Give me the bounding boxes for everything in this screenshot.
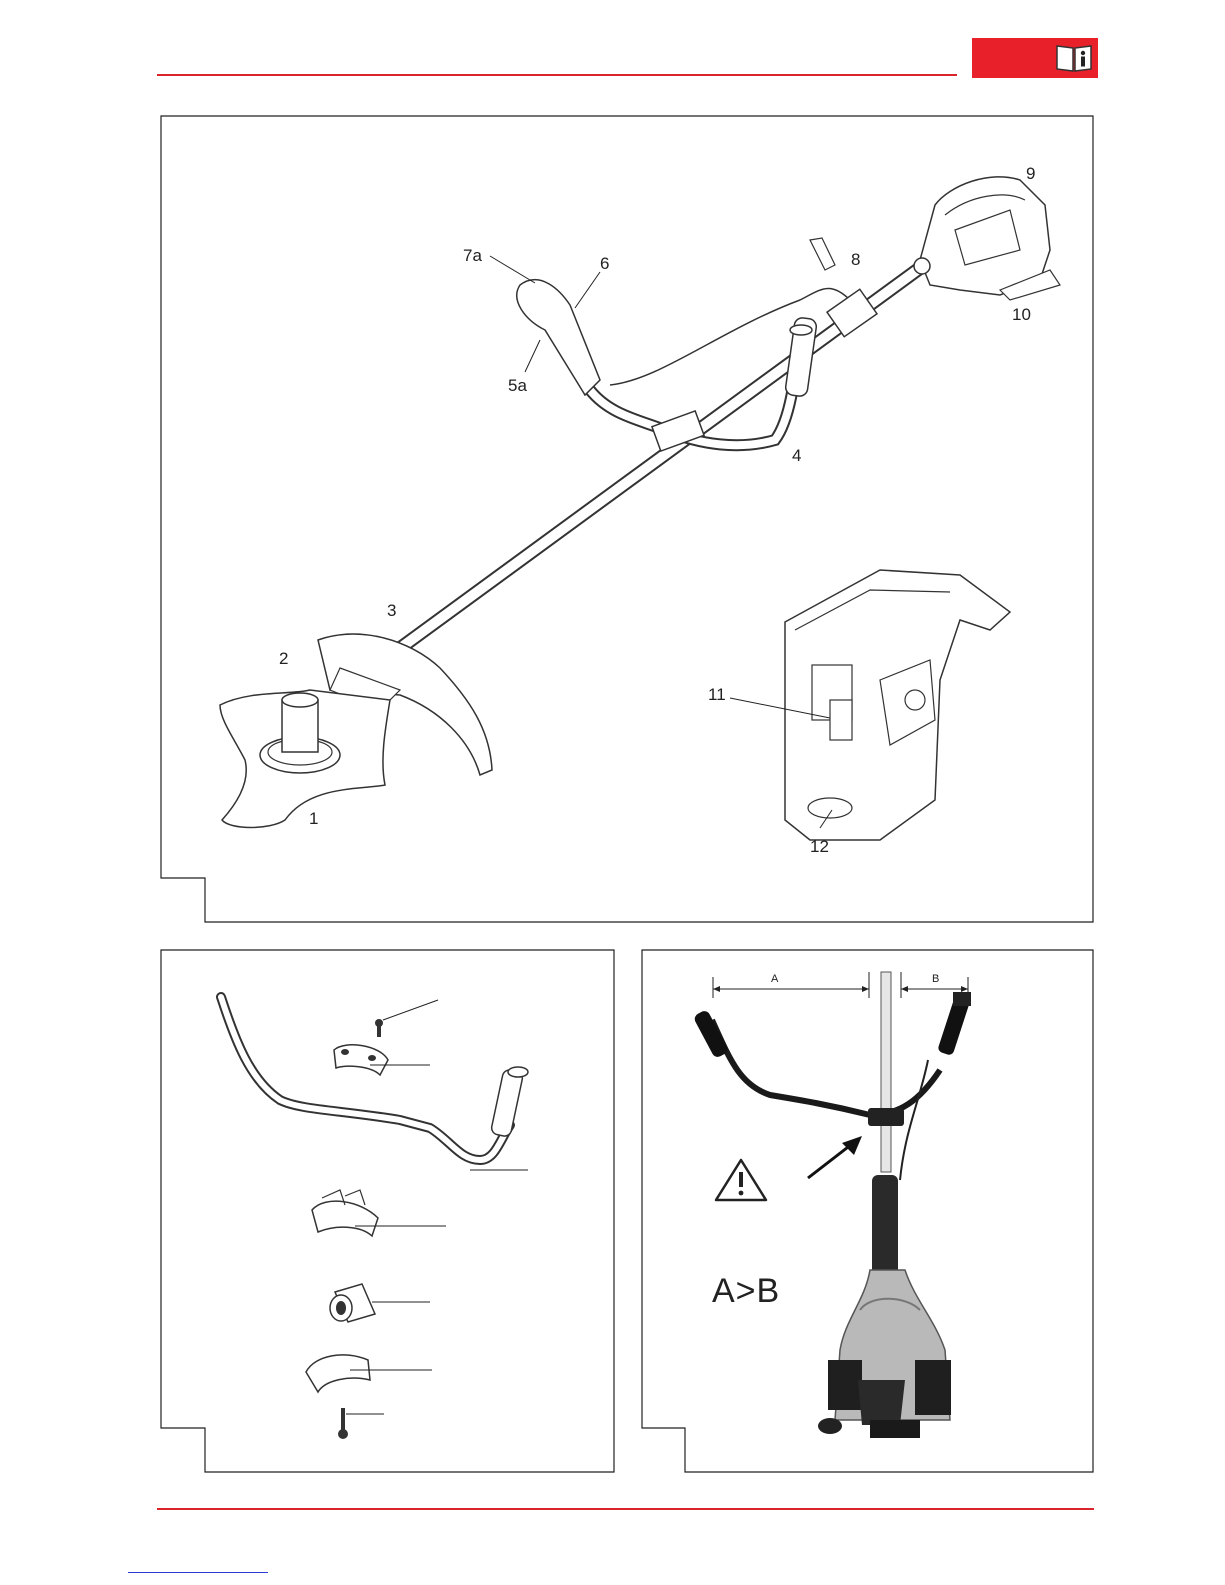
rule-a-greater-b: A>B [712, 1272, 780, 1311]
dimension-a-label: A [771, 973, 778, 985]
footer-rule [157, 1508, 1094, 1510]
dimension-b-label: B [932, 973, 939, 985]
footer-link-underline[interactable] [128, 1572, 268, 1573]
